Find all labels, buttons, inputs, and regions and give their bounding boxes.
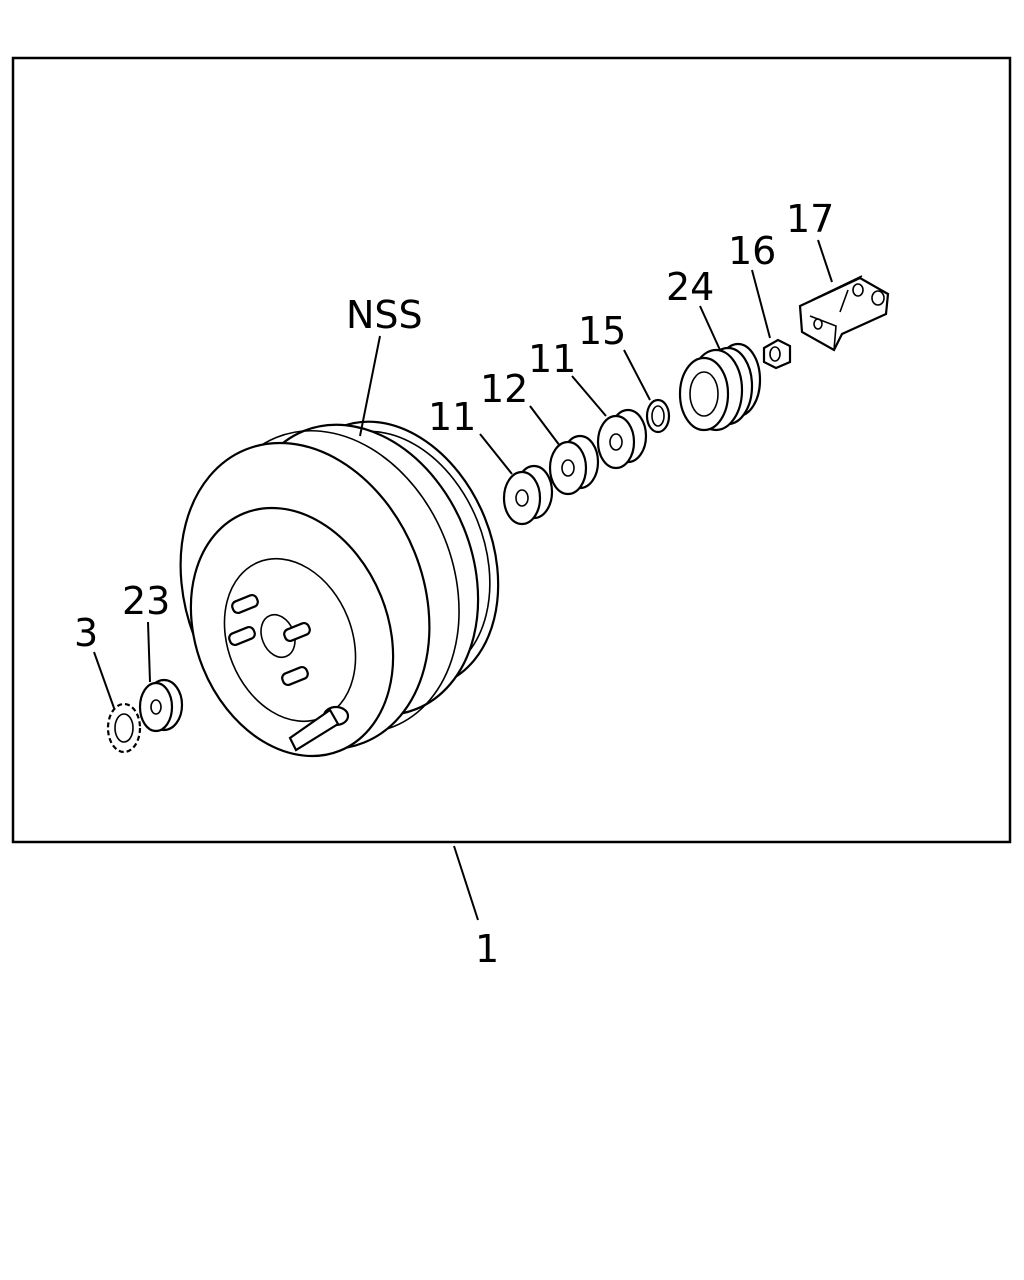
label-part-17: 17 <box>786 197 834 241</box>
part-23-grommet <box>138 678 184 733</box>
label-part-11-right: 11 <box>528 337 576 381</box>
part-24-boot <box>678 342 762 432</box>
part-11-seal-left <box>502 464 554 526</box>
label-nss: NSS <box>346 293 423 337</box>
part-11-seal-right <box>596 408 648 470</box>
mounting-studs <box>228 593 311 687</box>
diagram-frame <box>11 56 1012 844</box>
part-17-clevis <box>798 275 890 352</box>
brake-booster-body <box>179 420 500 758</box>
part-12-spacer <box>548 434 600 496</box>
label-part-23: 23 <box>122 579 170 623</box>
label-part-11-left: 11 <box>428 395 476 439</box>
label-part-3: 3 <box>74 611 98 655</box>
part-3-lock-washer <box>106 702 142 754</box>
part-16-nut <box>762 338 792 370</box>
part-15-ring <box>645 398 671 434</box>
label-part-16: 16 <box>728 229 776 273</box>
label-part-1: 1 <box>475 927 499 971</box>
label-part-15: 15 <box>578 309 626 353</box>
label-part-24: 24 <box>666 265 714 309</box>
leader-lines <box>93 239 833 921</box>
label-part-12: 12 <box>480 367 528 411</box>
